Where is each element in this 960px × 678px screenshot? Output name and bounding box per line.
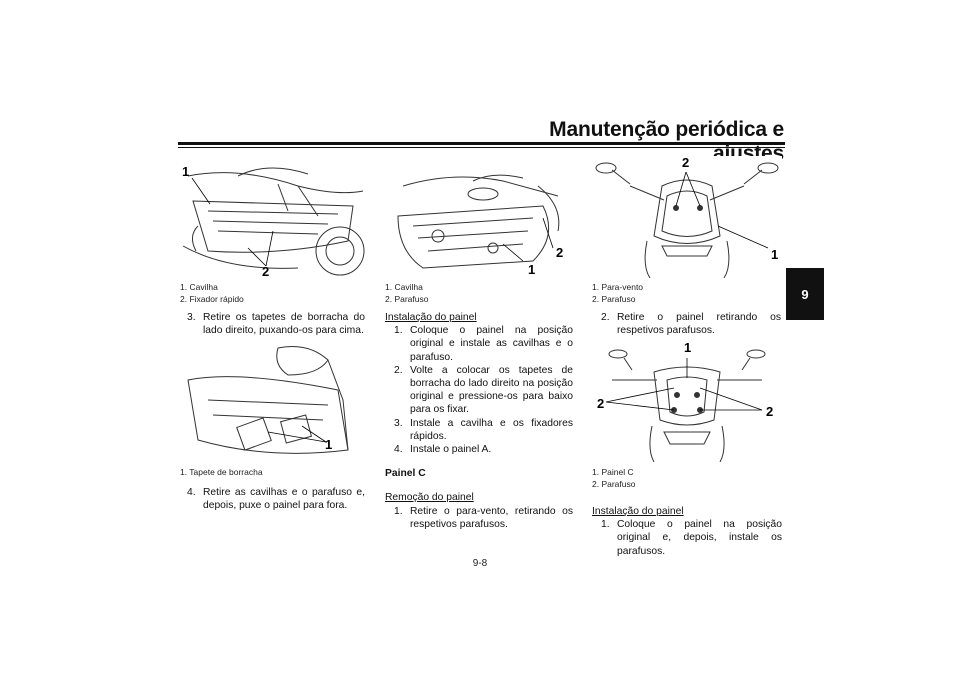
caption-line: 1. Cavilha	[385, 282, 423, 292]
figure-caption: 1. Tapete de borracha	[180, 466, 263, 478]
step-3: 3. Retire os tapetes de borracha do lado…	[187, 311, 365, 337]
figure-caption: 1. Cavilha 2. Parafuso	[385, 281, 428, 305]
header-rule	[178, 142, 785, 145]
removal-heading: Remoção do painel	[385, 492, 474, 504]
step-2: 2. Retire o painel retirando os respetiv…	[601, 311, 781, 337]
install-heading: Instalação do painel	[592, 506, 684, 517]
install-section: Instalação do painel 1. Coloque o painel…	[385, 311, 573, 531]
figure-scooter-side-panel	[178, 156, 368, 278]
figure-panel-c	[592, 340, 782, 462]
caption-line: 2. Fixador rápido	[180, 294, 244, 304]
figure-rubber-mat	[178, 340, 368, 462]
caption-line: 1. Painel C	[592, 467, 634, 477]
callout-1: 1	[771, 247, 779, 262]
install-step-2: 2. Volte a colocar os tapetes de borrach…	[394, 364, 573, 416]
step-number: 4.	[187, 487, 196, 498]
figure-caption: 1. Para-vento 2. Parafuso	[592, 281, 643, 305]
step-number: 2.	[601, 312, 610, 323]
caption-line: 1. Cavilha	[180, 282, 218, 292]
figure-caption: 1. Cavilha 2. Fixador rápido	[180, 281, 244, 305]
callout-2-left: 2	[597, 396, 605, 411]
caption-line: 1. Para-vento	[592, 282, 644, 292]
chapter-tab[interactable]: 9	[786, 268, 824, 320]
header-rule-thin	[178, 147, 785, 148]
step-number: 3.	[187, 312, 196, 323]
step-text: Retire as cavilhas e o parafuso e, depoi…	[203, 487, 365, 512]
figure-windshield	[592, 156, 782, 278]
step-text: Retire os tapetes de borracha do lado di…	[203, 312, 365, 337]
step-text: Retire o painel retirando os respetivos …	[617, 312, 781, 337]
callout-2: 2	[262, 264, 270, 279]
install-section-2: Instalação do painel 1. Coloque o painel…	[592, 505, 782, 558]
install-step-3: 3. Instale a cavilha e os fixadores rápi…	[394, 417, 573, 442]
caption-line: 2. Parafuso	[385, 294, 429, 304]
install-step-1: 1. Coloque o painel na posição original …	[394, 325, 573, 363]
caption-line: 2. Parafuso	[592, 479, 636, 489]
callout-1: 1	[684, 340, 692, 355]
step-4: 4. Retire as cavilhas e o parafuso e, de…	[187, 486, 365, 512]
caption-line: 2. Parafuso	[592, 294, 636, 304]
callout-2: 2	[556, 245, 564, 260]
callout-1: 1	[528, 262, 536, 277]
callout-1: 1	[182, 164, 190, 179]
figure-caption: 1. Painel C 2. Parafuso	[592, 466, 635, 490]
caption-line: 1. Tapete de borracha	[180, 467, 263, 477]
install-step-4: 4. Instale o painel A.	[394, 444, 492, 456]
callout-2-right: 2	[766, 404, 774, 419]
install-step-1: 1. Coloque o painel na posição original …	[601, 519, 782, 557]
page-number: 9-8	[472, 558, 488, 569]
removal-step-1: 1. Retire o para-vento, retirando os res…	[394, 505, 573, 530]
figure-panel-bolts	[383, 156, 573, 278]
callout-2: 2	[682, 155, 690, 170]
install-heading: Instalação do painel	[385, 312, 477, 323]
section-title: Painel C	[385, 468, 426, 480]
callout-1: 1	[325, 437, 333, 452]
